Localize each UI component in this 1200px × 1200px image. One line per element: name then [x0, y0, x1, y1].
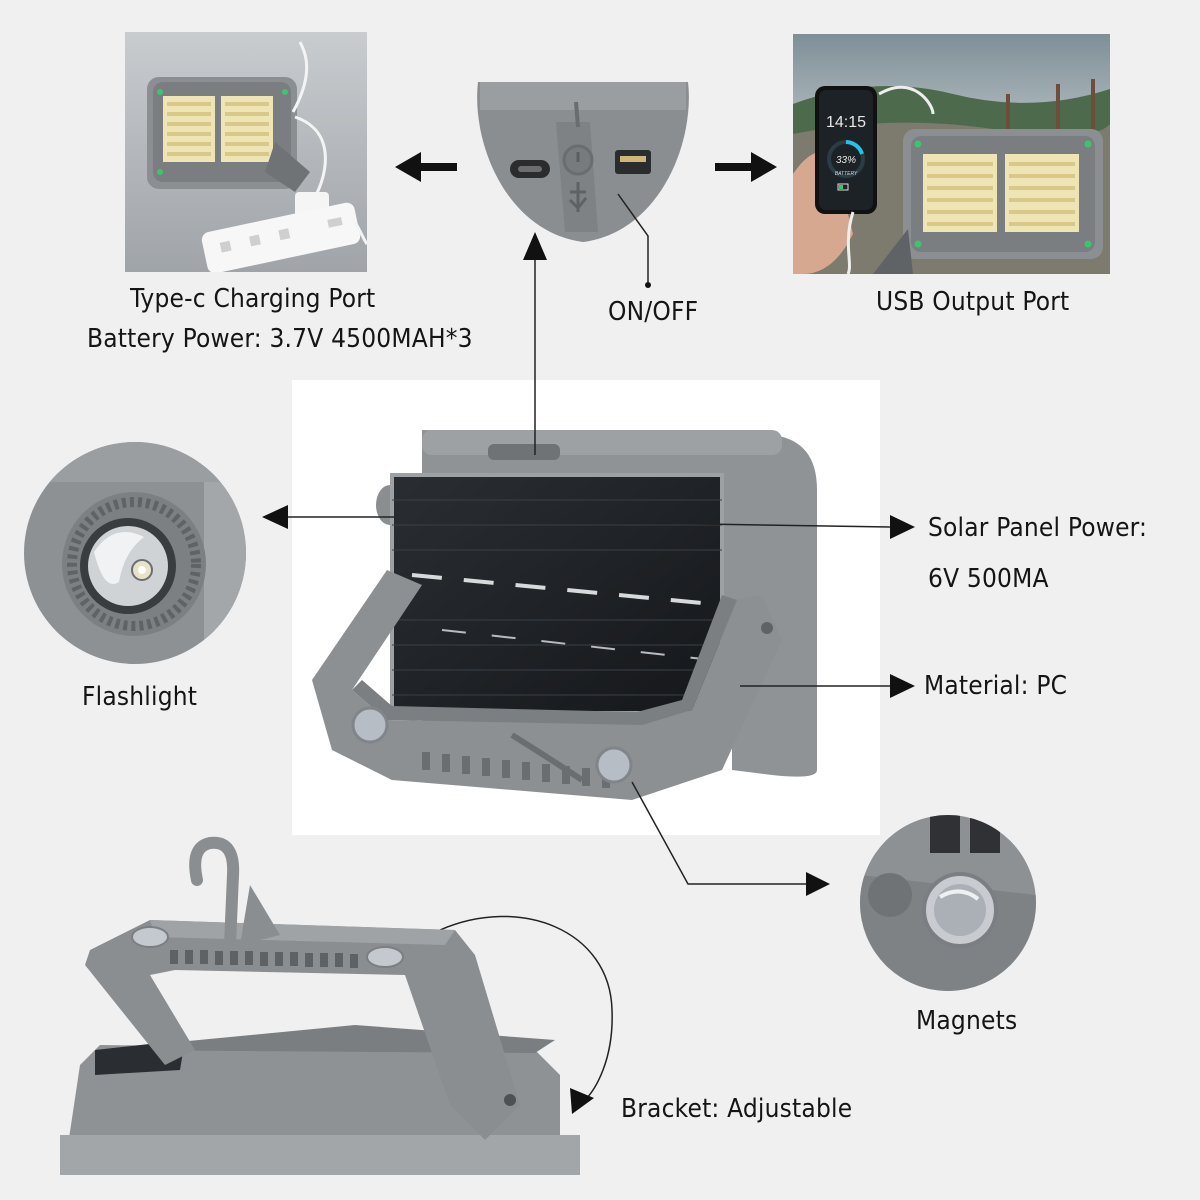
- magnets-label: Magnets: [916, 1006, 1018, 1036]
- on-off-label: ON/OFF: [608, 297, 699, 327]
- usb-output-label: USB Output Port: [876, 287, 1070, 317]
- main-product-photo: [292, 380, 880, 835]
- solar-power-label: Solar Panel Power:: [928, 513, 1148, 543]
- flashlight-label: Flashlight: [82, 682, 198, 712]
- charging-port-label: Type-c Charging Port: [130, 284, 376, 314]
- phone-battery-label: BATTERY: [835, 171, 858, 177]
- bracket-label: Bracket: Adjustable: [621, 1094, 853, 1124]
- ports-closeup: [470, 82, 696, 247]
- battery-power-label: Battery Power: 3.7V 4500MAH*3: [87, 324, 473, 354]
- bracket-closeup: [55, 835, 585, 1175]
- arrow-right-icon: [715, 152, 777, 182]
- charging-photo: [125, 32, 367, 272]
- phone-battery-percent: 33%: [836, 155, 856, 166]
- solar-power-value: 6V 500MA: [928, 564, 1049, 594]
- magnets-closeup: [860, 815, 1036, 991]
- arrow-left-icon: [395, 152, 457, 182]
- material-label: Material: PC: [924, 671, 1068, 701]
- phone-time: 14:15: [826, 114, 866, 131]
- usb-output-photo: 14:15 33% BATTERY: [793, 34, 1110, 274]
- flashlight-closeup: [24, 442, 246, 664]
